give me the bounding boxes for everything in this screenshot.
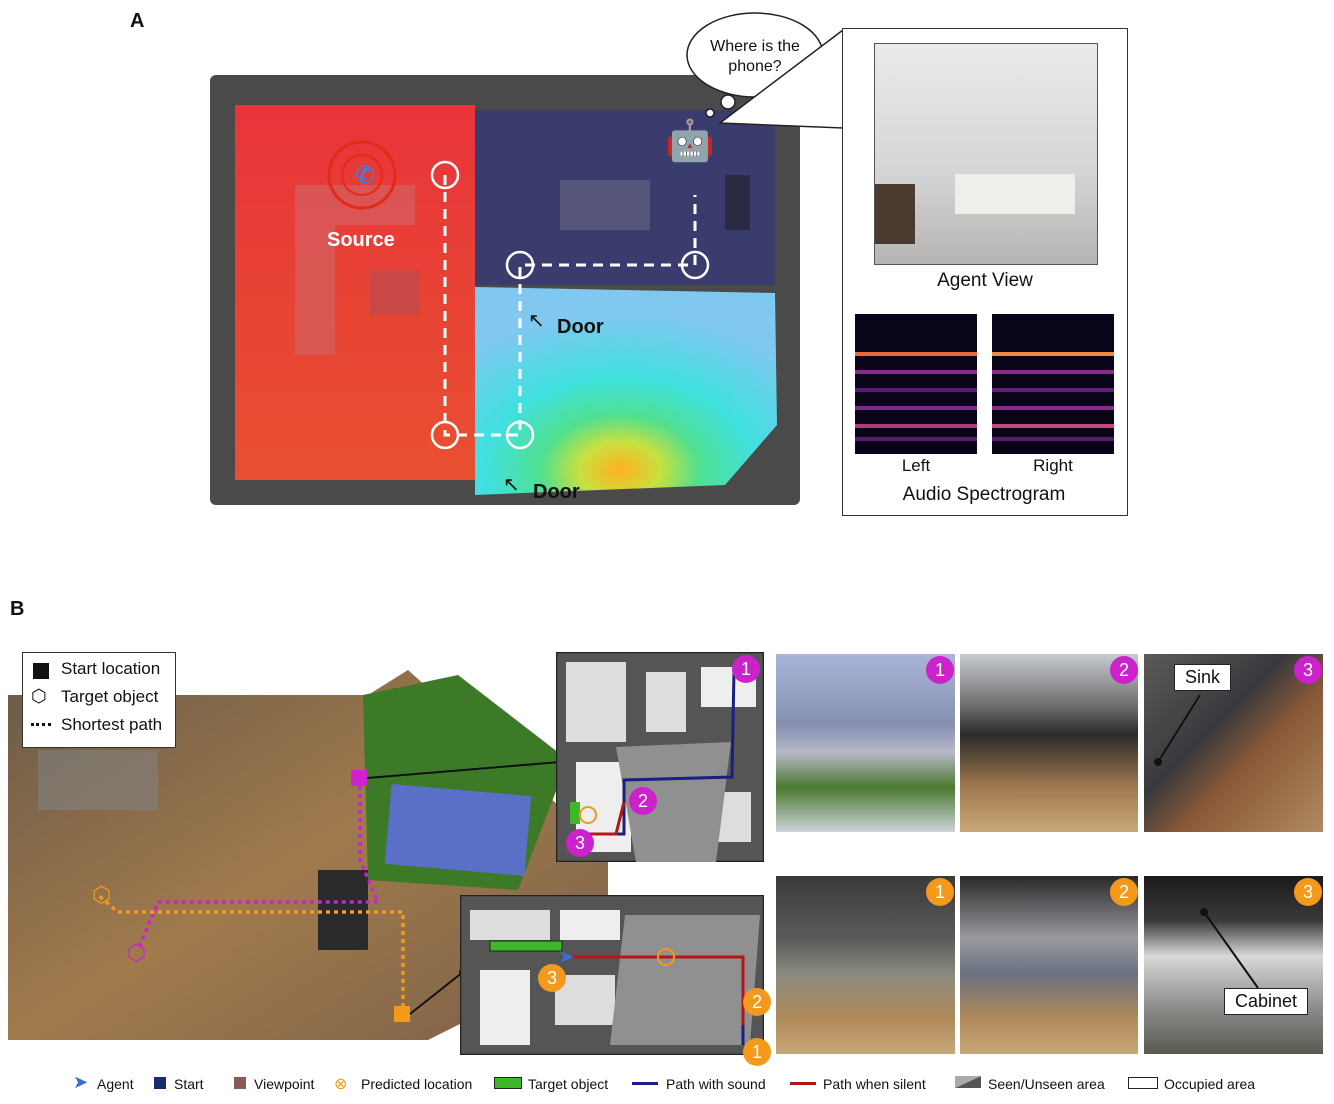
door-arrow-top: ↖ <box>528 310 545 332</box>
occupied-swatch <box>1128 1077 1158 1089</box>
path-legend-box: Start location ⬡ Target object Shortest … <box>22 652 176 748</box>
cabinet-callout: Cabinet <box>1224 988 1309 1015</box>
viewpoint-legend-swatch <box>234 1077 246 1089</box>
agent-arrow-icon: ➤ <box>73 1072 89 1092</box>
seen-unseen-swatch <box>955 1076 981 1088</box>
spectrogram-right <box>992 314 1114 454</box>
legend-path: Shortest path <box>61 715 163 734</box>
target-cube-orange-icon: ⬡ <box>92 882 112 907</box>
cube-icon: ⬡ <box>31 686 47 706</box>
left-label: Left <box>901 456 931 475</box>
start-legend-swatch <box>154 1077 166 1089</box>
legend-target: Target object <box>61 687 159 706</box>
legend-predicted: Predicted location <box>361 1076 473 1092</box>
silent-path-swatch <box>790 1082 816 1085</box>
floor-plan-heatmap: ✆ <box>210 75 800 505</box>
legend-target-object: Target object <box>528 1076 609 1092</box>
viewpoint-photo-magenta-1 <box>776 654 955 832</box>
target-legend-swatch <box>494 1077 522 1089</box>
legend-agent: Agent <box>97 1076 134 1092</box>
legend-path-silent: Path when silent <box>823 1076 926 1092</box>
map-top-marker-3: 3 <box>566 829 594 857</box>
dotted-line-icon <box>31 723 51 726</box>
photo-marker-m1: 1 <box>926 656 954 684</box>
panel-b-letter: B <box>10 598 25 620</box>
start-square-icon <box>33 663 49 679</box>
agent-view-label: Agent View <box>937 270 1033 291</box>
right-label: Right <box>1033 456 1073 475</box>
viewpoint-photo-orange-1 <box>776 876 955 1054</box>
agent-view-image <box>874 43 1098 265</box>
robot-icon: 🤖 <box>665 119 715 163</box>
map-bottom-marker-2: 2 <box>743 988 771 1016</box>
scene-3d <box>8 670 608 1040</box>
map-top-marker-1: 1 <box>732 655 760 683</box>
photo-marker-o2: 2 <box>1110 878 1138 906</box>
spectrogram-label: Audio Spectrogram <box>902 484 1066 505</box>
legend-start-square: Start <box>174 1076 204 1092</box>
predicted-location-icon: ⊗ <box>334 1076 348 1093</box>
door-label-top: Door <box>557 316 604 338</box>
panel-a-letter: A <box>130 10 145 32</box>
viewpoint-photo-magenta-3 <box>1144 654 1323 832</box>
viewpoint-photo-orange-2 <box>960 876 1138 1054</box>
photo-marker-m2: 2 <box>1110 656 1138 684</box>
legend-path-sound: Path with sound <box>666 1076 766 1092</box>
svg-text:✆: ✆ <box>355 161 375 189</box>
target-cube-magenta-icon: ⬡ <box>127 940 147 965</box>
legend-start: Start location <box>61 659 161 678</box>
callout-pointer <box>717 28 844 129</box>
viewpoint-photo-magenta-2 <box>960 654 1138 832</box>
map-top-marker-2: 2 <box>629 787 657 815</box>
door-arrow-bottom: ↖ <box>503 474 520 496</box>
photo-marker-o1: 1 <box>926 878 954 906</box>
legend-occupied: Occupied area <box>1164 1076 1256 1092</box>
topdown-map-magenta <box>556 652 764 862</box>
legend-viewpoint: Viewpoint <box>254 1076 315 1092</box>
viewpoint-photo-orange-3 <box>1144 876 1323 1054</box>
sound-path-swatch <box>632 1082 658 1085</box>
sink-pointer <box>1154 694 1201 766</box>
map-bottom-marker-1: 1 <box>743 1038 771 1066</box>
spectrogram-left <box>855 314 977 454</box>
map-bottom-marker-3: 3 <box>538 964 566 992</box>
source-label: Source <box>327 229 395 251</box>
photo-marker-m3: 3 <box>1294 656 1322 684</box>
thought-text: Where is the phone? <box>710 38 800 75</box>
sink-callout: Sink <box>1174 664 1232 691</box>
photo-marker-o3: 3 <box>1294 878 1322 906</box>
door-label-bottom: Door <box>533 481 580 503</box>
topdown-map-orange <box>460 895 764 1055</box>
cabinet-pointer <box>1200 908 1259 989</box>
legend-seen: Seen/Unseen area <box>988 1076 1105 1092</box>
